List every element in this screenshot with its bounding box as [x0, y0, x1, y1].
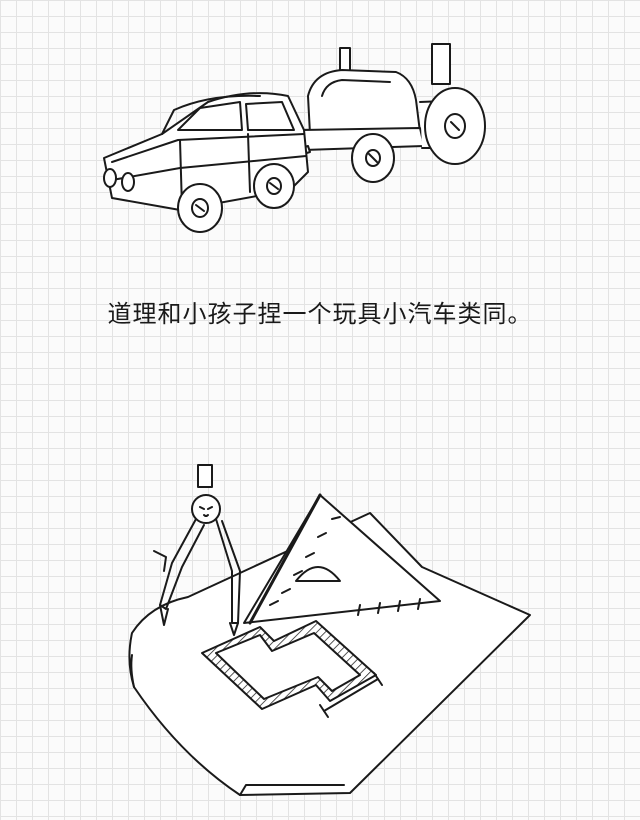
cutout-shape — [202, 621, 376, 709]
drafting-tools-illustration — [120, 455, 540, 815]
toy-tractor — [302, 44, 485, 182]
toy-car — [104, 93, 308, 232]
toy-car-illustration — [90, 30, 510, 240]
caption-text: 道理和小孩子捏一个玩具小汽车类同。 — [107, 300, 533, 328]
set-square — [244, 495, 440, 623]
compass — [154, 465, 240, 635]
